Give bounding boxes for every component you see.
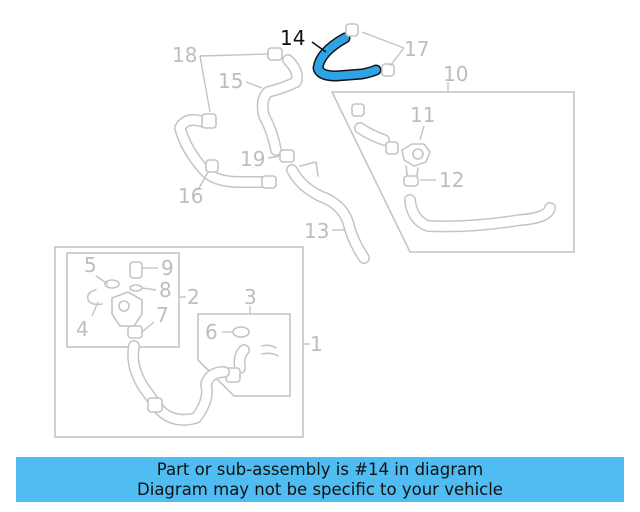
leader-11 (419, 125, 425, 141)
part-6-oring (232, 326, 250, 338)
part-13-pipe (286, 161, 370, 264)
callout-10: 10 (443, 62, 468, 86)
callout-18: 18 (172, 43, 197, 67)
leader-4 (91, 301, 99, 317)
info-banner: Part or sub-assembly is #14 in diagram D… (16, 457, 624, 502)
part-16-hose (174, 114, 276, 188)
callout-13: 13 (304, 219, 329, 243)
leader-8 (141, 287, 157, 291)
part-3-assembly (225, 344, 279, 383)
leader-16 (197, 171, 209, 191)
callout-19: 19 (240, 147, 265, 171)
leader-15 (245, 81, 263, 89)
callout-6: 6 (205, 320, 218, 344)
callout-5: 5 (84, 253, 97, 277)
leader-17 (361, 31, 405, 67)
clamp-1 (147, 397, 163, 413)
part-14-hose (312, 32, 382, 82)
callout-8: 8 (159, 278, 172, 302)
clamp-19 (279, 149, 295, 163)
clamp-17b (381, 63, 395, 77)
callout-15: 15 (218, 69, 243, 93)
callout-9: 9 (161, 256, 174, 280)
callout-7: 7 (156, 303, 169, 327)
leader-5 (95, 275, 109, 285)
box-3 (197, 313, 291, 397)
callout-4: 4 (76, 317, 89, 341)
box-1 (54, 246, 304, 438)
part-15-hose (256, 54, 303, 156)
clamp-10a (351, 103, 365, 117)
box-2 (66, 252, 180, 348)
clamp-16 (205, 159, 219, 173)
leader-7 (141, 321, 155, 333)
clamp-18b (201, 113, 217, 129)
callout-16: 16 (178, 184, 203, 208)
banner-line-1: Part or sub-assembly is #14 in diagram (156, 459, 484, 479)
clamp-12 (403, 175, 419, 187)
box-10 (330, 91, 575, 253)
leader-14 (311, 41, 327, 53)
clamp-10b (385, 141, 399, 155)
callout-1: 1 (310, 332, 323, 356)
part-5-oring (104, 279, 120, 289)
leader-19 (267, 155, 281, 159)
callout-12: 12 (439, 168, 464, 192)
clamp-17a (345, 23, 359, 37)
callout-2: 2 (187, 285, 200, 309)
leader-18 (199, 53, 269, 113)
part-1-hose (127, 340, 230, 426)
banner-line-2: Diagram may not be specific to your vehi… (137, 479, 503, 499)
clamp-16b (261, 175, 277, 189)
callout-11: 11 (410, 103, 435, 127)
callout-17: 17 (404, 37, 429, 61)
callout-3: 3 (244, 285, 257, 309)
part-10-hose (354, 122, 556, 233)
part-4-hose (86, 289, 103, 306)
part-2-housing (111, 261, 143, 339)
callout-14: 14 (280, 26, 305, 50)
